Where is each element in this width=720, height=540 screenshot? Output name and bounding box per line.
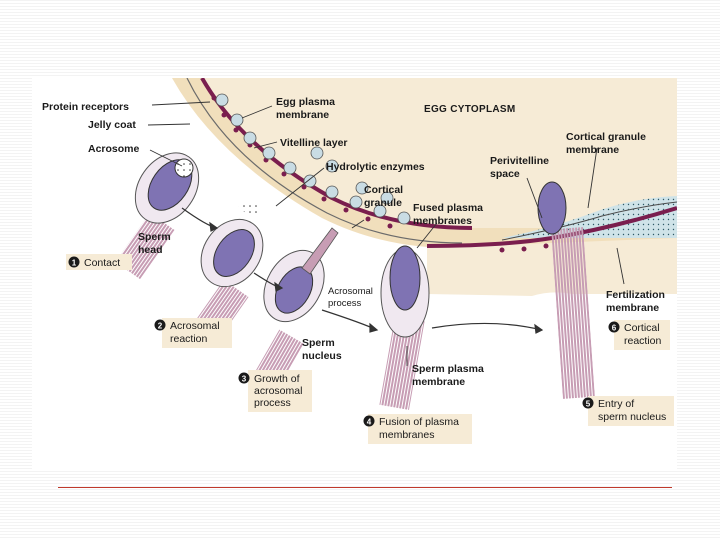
label-cortical-granule-2: granule <box>364 197 402 209</box>
label-perivitelline-1: Perivitelline <box>490 155 549 167</box>
step-3-text-1: Growth of <box>254 373 300 385</box>
sperm-4 <box>379 245 430 410</box>
step-3-text-2: acrosomal <box>254 385 302 397</box>
fertilization-figure: Protein receptors Jelly coat Acrosome Eg… <box>32 77 678 470</box>
step-3-text-3: process <box>254 397 291 409</box>
step-2-text-1: Acrosomal <box>170 320 220 332</box>
footer-rule <box>58 487 672 488</box>
label-fertilization-membrane-2: membrane <box>606 302 659 314</box>
step-2: 2 Acrosomal reaction <box>154 318 232 348</box>
cytoplasm-band <box>427 238 677 296</box>
step-3-number: 3 <box>242 375 247 384</box>
step-5-number: 5 <box>586 400 591 409</box>
step-1: 1 Contact <box>66 254 132 270</box>
label-sperm-head-2: head <box>138 244 163 256</box>
step-1-text: Contact <box>84 257 120 269</box>
label-perivitelline-2: space <box>490 168 520 180</box>
label-cortical-granule-membrane-2: membrane <box>566 144 619 156</box>
step-6: 6 Cortical reaction <box>608 320 670 350</box>
label-fused-plasma-2: membranes <box>413 215 472 227</box>
label-fertilization-membrane-1: Fertilization <box>606 289 665 301</box>
sperm-3 <box>251 227 339 392</box>
step-4-text-1: Fusion of plasma <box>379 416 459 428</box>
step-6-number: 6 <box>612 324 617 333</box>
step-5-text-1: Entry of <box>598 398 634 410</box>
protein-receptors <box>211 95 549 253</box>
label-acrosomal-process-2: process <box>328 298 362 309</box>
step-2-text-2: reaction <box>170 333 208 345</box>
cortical-granules <box>215 93 411 225</box>
label-sperm-plasma-membrane-2: membrane <box>412 376 465 388</box>
step-3: 3 Growth of acrosomal process <box>238 370 312 412</box>
step-2-number: 2 <box>158 322 163 331</box>
step-4: 4 Fusion of plasma membranes <box>363 414 472 444</box>
step-5: 5 Entry of sperm nucleus <box>582 396 674 426</box>
sperm-1 <box>115 152 200 280</box>
label-hydrolytic-enzymes: Hydrolytic enzymes <box>326 161 425 173</box>
label-sperm-nucleus-2: nucleus <box>302 350 342 362</box>
step-4-number: 4 <box>367 418 372 427</box>
label-vitelline-layer: Vitelline layer <box>280 137 348 149</box>
step-6-text-1: Cortical <box>624 322 660 334</box>
vitelline-layer <box>186 77 463 244</box>
label-egg-plasma-membrane-2: membrane <box>276 109 329 121</box>
label-acrosomal-process-1: Acrosomal <box>328 286 373 297</box>
stage-arrows <box>181 207 544 334</box>
step-1-number: 1 <box>72 259 77 268</box>
cortical-granule-membrane <box>501 201 678 241</box>
label-egg-plasma-membrane-1: Egg plasma <box>276 96 335 108</box>
label-jelly-coat: Jelly coat <box>88 119 136 131</box>
label-cortical-granule-membrane-1: Cortical granule <box>566 131 646 143</box>
label-cortical-granule-1: Cortical <box>364 184 403 196</box>
fertilization-diagram: Protein receptors Jelly coat Acrosome Eg… <box>42 77 678 444</box>
label-protein-receptors: Protein receptors <box>42 101 129 113</box>
step-6-text-2: reaction <box>624 335 662 347</box>
labels: Protein receptors Jelly coat Acrosome Eg… <box>42 96 665 388</box>
sperm-5 <box>537 181 595 399</box>
pointer-lines <box>147 101 625 366</box>
label-fused-plasma-1: Fused plasma <box>413 202 483 214</box>
step-4-text-2: membranes <box>379 429 434 441</box>
step-5-text-2: sperm nucleus <box>598 411 666 423</box>
label-sperm-head-1: Sperm <box>138 231 171 243</box>
label-sperm-nucleus-1: Sperm <box>302 337 335 349</box>
label-sperm-plasma-membrane-1: Sperm plasma <box>412 363 484 375</box>
label-egg-cytoplasm: EGG CYTOPLASM <box>424 104 516 115</box>
label-acrosome: Acrosome <box>88 143 140 155</box>
